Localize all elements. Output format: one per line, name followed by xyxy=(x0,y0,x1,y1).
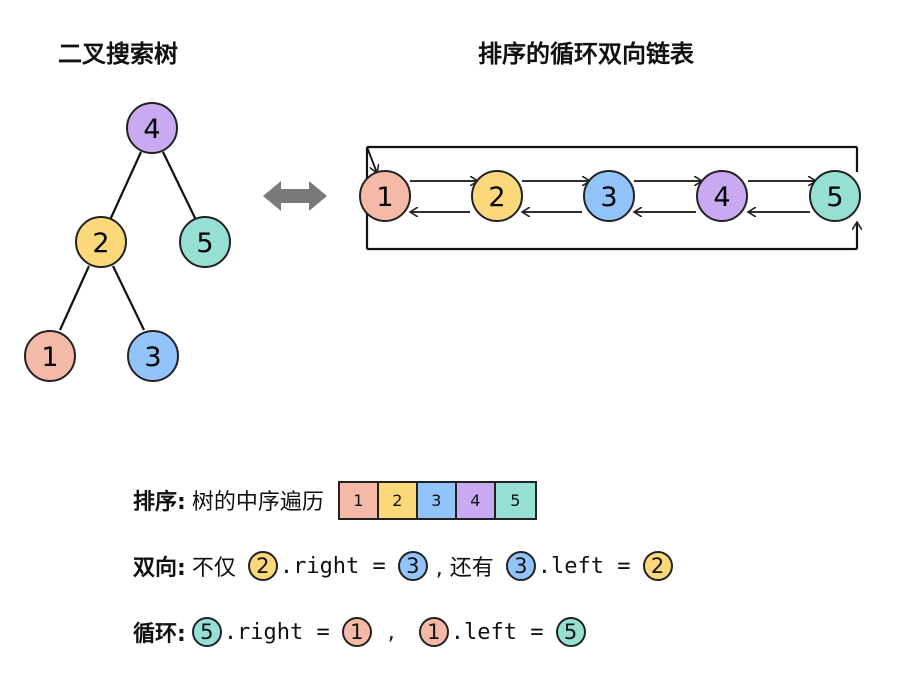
tree-node-3: 3 xyxy=(127,330,179,382)
frame-arrow-into-1 xyxy=(366,146,377,173)
tree-node-4: 4 xyxy=(126,102,178,154)
array-cell-2: 2 xyxy=(378,482,418,518)
double-arrow-icon xyxy=(263,181,327,211)
bidir-row: 双向: 不仅 2 .right = 3 , 还有 3 .left = 2 xyxy=(133,546,675,586)
list-arrows xyxy=(410,181,816,212)
tree-node-3-circle xyxy=(127,330,179,382)
cycle-sep: , xyxy=(387,619,395,645)
edge-4-2 xyxy=(108,151,143,221)
tree-node-1-circle xyxy=(24,330,76,382)
tree-node-1-label: 1 xyxy=(41,342,58,373)
tree-node-2-label: 2 xyxy=(92,228,109,259)
edge-2-3 xyxy=(112,265,145,331)
list-node-4-circle xyxy=(696,170,748,222)
cycle-label: 循环: xyxy=(133,622,186,647)
array-cell-1: 1 xyxy=(339,482,379,518)
array-cell-5: 5 xyxy=(495,482,535,518)
list-node-5-circle xyxy=(809,170,861,222)
tree-edges xyxy=(58,151,197,331)
list-node-5-label: 5 xyxy=(826,182,843,213)
list-node-1-label: 1 xyxy=(376,182,393,213)
bidir-sep: , 还有 xyxy=(435,556,494,581)
bubble-node-5: 5 xyxy=(191,617,222,647)
list-node-2-label: 2 xyxy=(488,182,505,213)
bubble-node-1: 1 xyxy=(341,617,372,647)
tree-node-4-label: 4 xyxy=(143,114,160,145)
cycle-row: 循环: 5 .right = 1 , 1 .left = 5 xyxy=(133,612,588,652)
sorted-array: 1 2 3 4 5 xyxy=(337,480,537,520)
tree-node-3-label: 3 xyxy=(144,342,161,373)
tree-node-1: 1 xyxy=(24,330,76,382)
edge-4-5 xyxy=(162,151,197,221)
cycle-code-right: .right = xyxy=(223,619,330,645)
sort-text: 树的中序遍历 xyxy=(191,490,324,515)
array-cell-4: 4 xyxy=(456,482,496,518)
list-node-2: 2 xyxy=(471,170,523,222)
bubble-node-3b: 3 xyxy=(505,551,536,581)
bubble-node-5b: 5 xyxy=(555,617,586,647)
bidir-text: 不仅 xyxy=(191,556,236,581)
list-node-2-circle xyxy=(471,170,523,222)
cycle-code-left: .left = xyxy=(450,619,544,645)
list-node-4-label: 4 xyxy=(713,182,730,213)
list-node-3: 3 xyxy=(583,170,635,222)
bidir-code-right: .right = xyxy=(279,553,386,579)
edge-2-1 xyxy=(58,265,91,331)
tree-node-5: 5 xyxy=(179,216,231,268)
bidir-label: 双向: xyxy=(133,556,186,581)
bubble-node-2: 2 xyxy=(247,551,278,581)
sort-label: 排序: xyxy=(133,490,186,515)
list-node-5: 5 xyxy=(809,170,861,222)
list-node-1: 1 xyxy=(359,170,411,222)
list-node-3-circle xyxy=(583,170,635,222)
list-node-1-circle xyxy=(359,170,411,222)
bubble-node-3: 3 xyxy=(397,551,428,581)
list-title: 排序的循环双向链表 xyxy=(478,40,694,68)
list-node-4: 4 xyxy=(696,170,748,222)
array-cell-3: 3 xyxy=(417,482,457,518)
tree-node-5-label: 5 xyxy=(196,228,213,259)
tree-node-2: 2 xyxy=(75,216,127,268)
bubble-node-1b: 1 xyxy=(418,617,449,647)
tree-node-5-circle xyxy=(179,216,231,268)
tree-node-2-circle xyxy=(75,216,127,268)
bst-title: 二叉搜索树 xyxy=(58,40,178,68)
tree-node-4-circle xyxy=(126,102,178,154)
bubble-node-2b: 2 xyxy=(642,551,673,581)
sort-row: 排序: 树的中序遍历 1 2 3 4 5 xyxy=(133,480,537,520)
bidir-code-left: .left = xyxy=(537,553,631,579)
list-node-3-label: 3 xyxy=(600,182,617,213)
